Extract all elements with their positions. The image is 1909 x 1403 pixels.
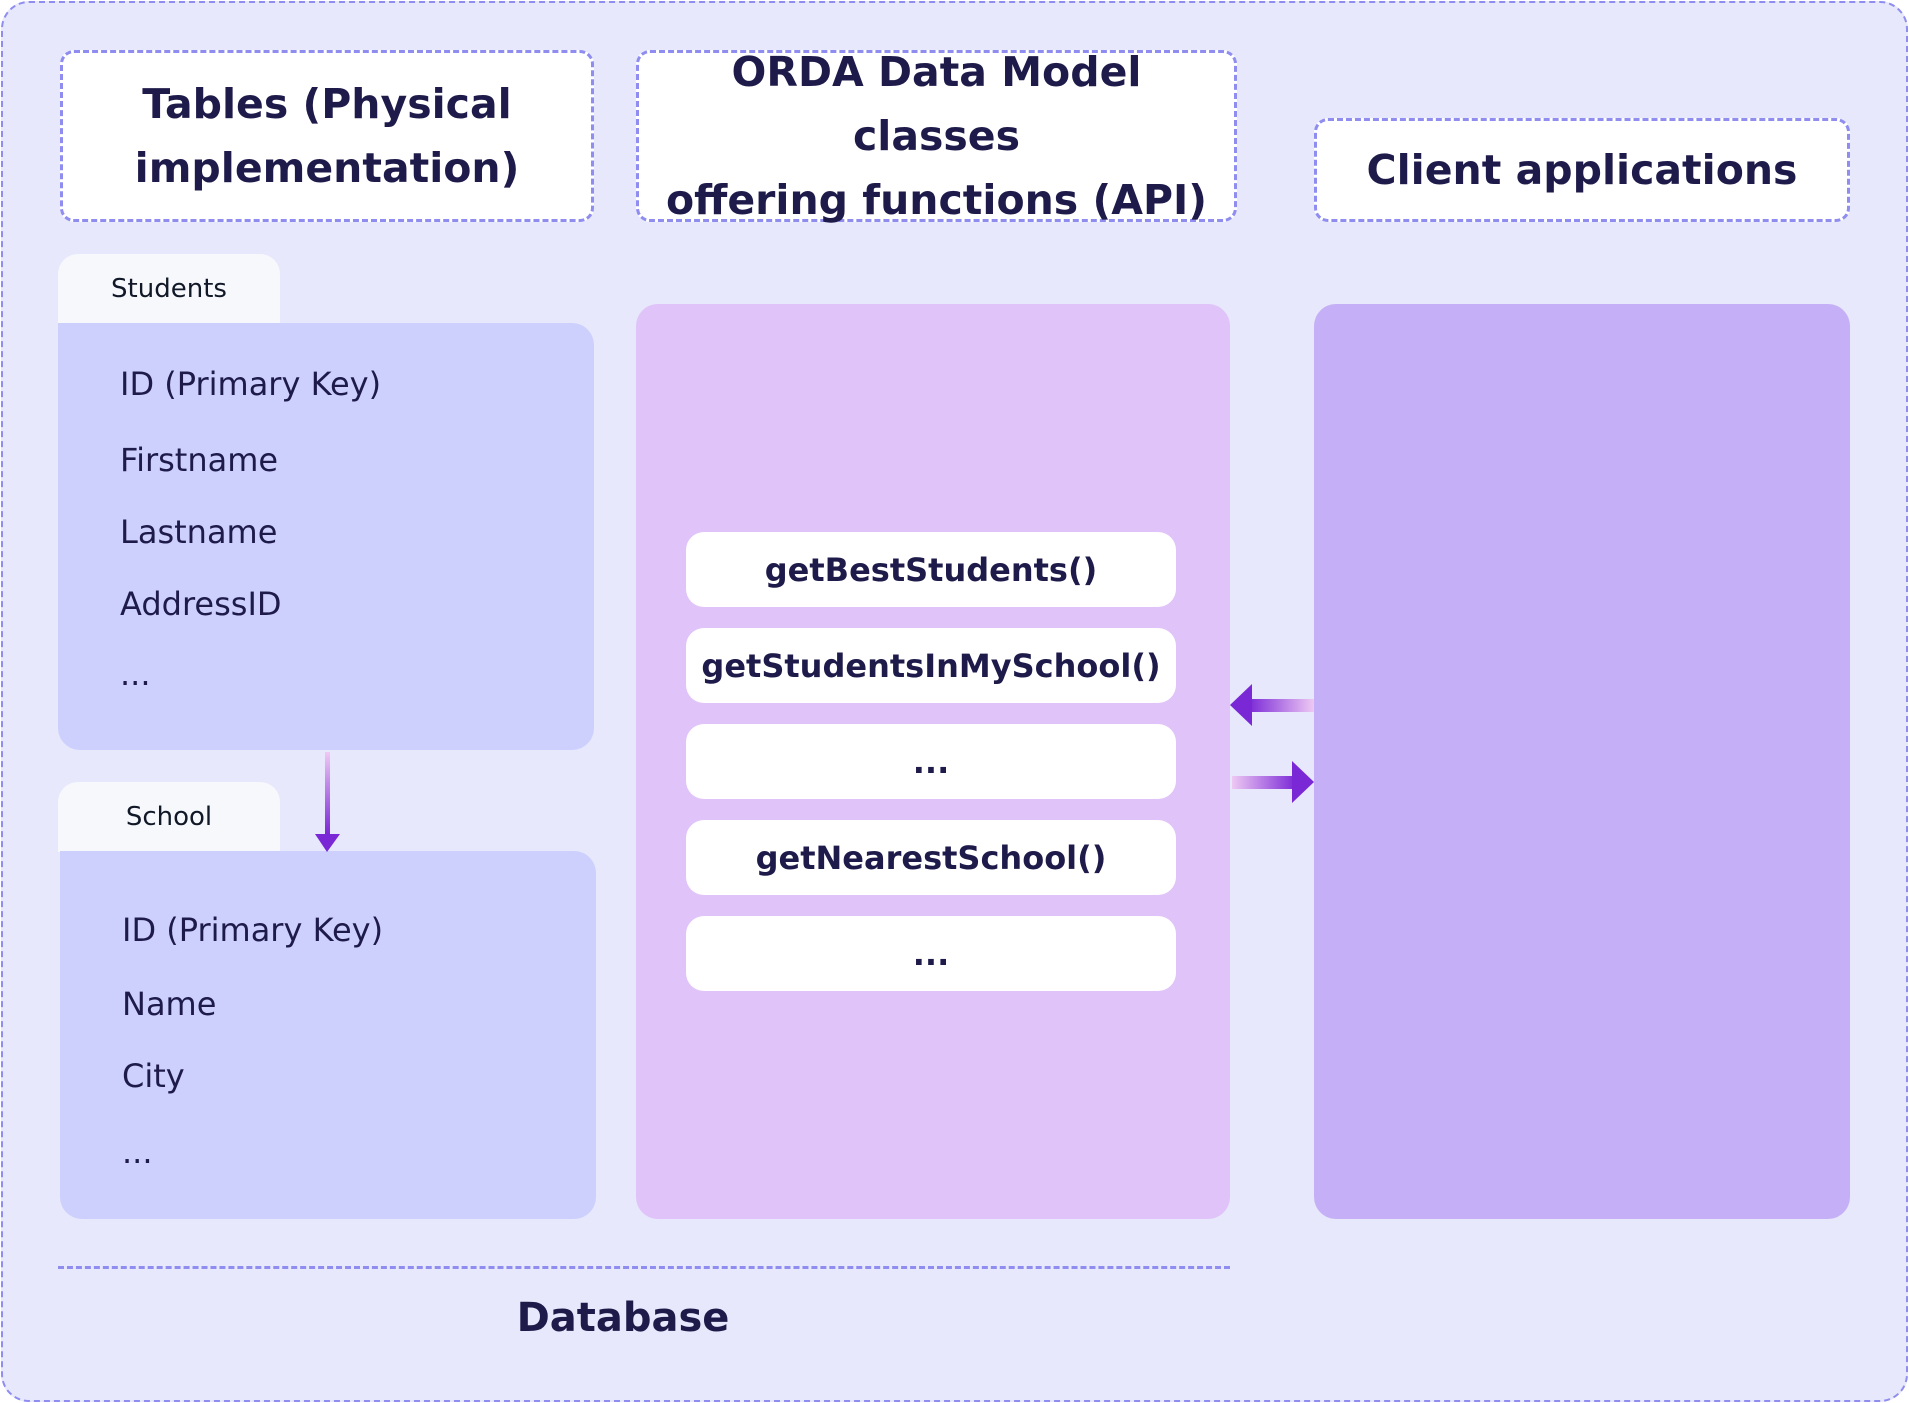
school-tab: School	[58, 782, 280, 852]
header-orda-line-2: offering functions (API)	[666, 176, 1207, 224]
school-table: ID (Primary Key) Name City ...	[60, 851, 596, 1219]
school-field: Name	[122, 985, 217, 1023]
students-tab: Students	[58, 254, 280, 324]
students-tab-label: Students	[111, 274, 227, 304]
header-tables-line-1: Tables (Physical	[142, 80, 512, 128]
students-field: ...	[120, 655, 151, 693]
students-field: Firstname	[120, 441, 279, 479]
request-arrow-left	[1230, 684, 1314, 726]
students-field: Lastname	[120, 513, 278, 551]
school-field: ...	[122, 1133, 153, 1171]
response-arrow-right	[1232, 761, 1314, 803]
database-label: Database	[516, 1295, 730, 1341]
client-panel	[1314, 304, 1850, 1219]
students-field: ID (Primary Key)	[120, 365, 382, 403]
function-item: getStudentsInMySchool()	[686, 628, 1176, 703]
database-boundary-line	[58, 1266, 1230, 1269]
function-item: ...	[686, 916, 1176, 991]
header-client: Client applications	[1314, 118, 1850, 222]
header-orda: ORDA Data Model classes offering functio…	[636, 48, 1237, 224]
school-field: ID (Primary Key)	[122, 911, 384, 949]
header-tables: Tables (Physical implementation)	[60, 50, 594, 222]
school-tab-label: School	[125, 802, 213, 832]
students-table: ID (Primary Key) Firstname Lastname Addr…	[58, 323, 594, 750]
relation-arrow-down	[315, 752, 340, 852]
students-field: AddressID	[120, 585, 282, 623]
header-tables-line-2: implementation)	[134, 144, 520, 192]
school-field: City	[122, 1057, 185, 1095]
function-item: getBestStudents()	[686, 532, 1176, 607]
function-item: getNearestSchool()	[686, 820, 1176, 895]
function-item: ...	[686, 724, 1176, 799]
header-client-label: Client applications	[1366, 146, 1798, 194]
header-orda-line-1: ORDA Data Model classes	[731, 48, 1142, 160]
